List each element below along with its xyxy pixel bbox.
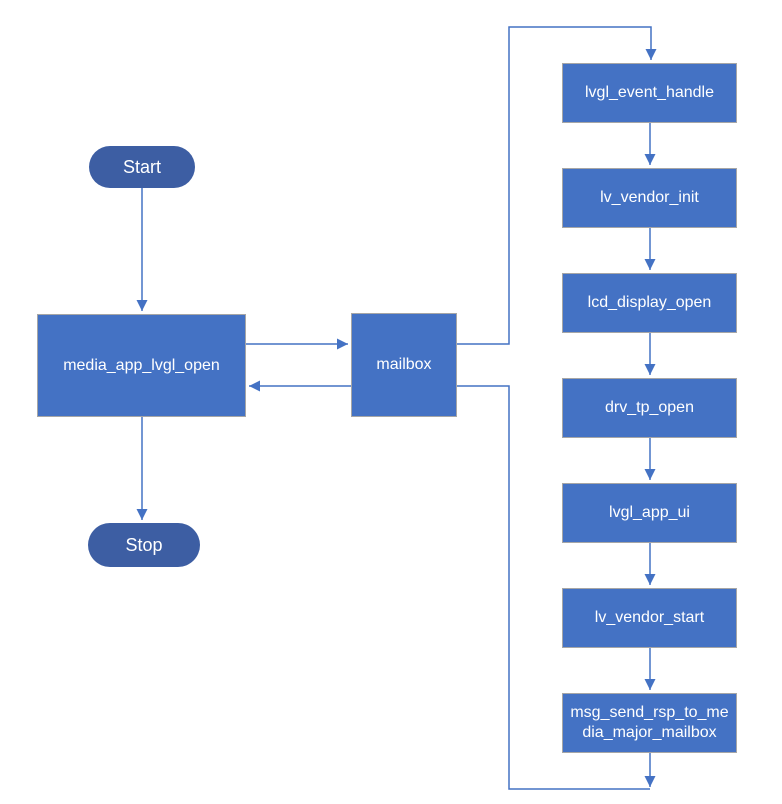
node-lvgl-event-handle: lvgl_event_handle (562, 63, 737, 123)
node-lv-vendor-start: lv_vendor_start (562, 588, 737, 648)
node-lcd-display-open-label: lcd_display_open (587, 294, 712, 311)
node-stop: Stop (88, 523, 200, 567)
node-start-label: Start (122, 156, 161, 177)
node-media-app-lvgl-open: media_app_lvgl_open (37, 314, 246, 417)
node-msg-send-rsp-to-media-major-mailbox-label: msg_send_rsp_to_media_major_mailbox (570, 704, 729, 741)
node-lv-vendor-init: lv_vendor_init (562, 168, 737, 228)
connector-loop-return-to-mailbox (457, 385, 650, 790)
node-msg-send-rsp-to-media-major-mailbox: msg_send_rsp_to_media_major_mailbox (562, 693, 737, 753)
node-drv-tp-open: drv_tp_open (562, 378, 737, 438)
node-lv-vendor-init-label: lv_vendor_init (600, 189, 699, 206)
node-media-app-lvgl-open-label: media_app_lvgl_open (63, 356, 220, 374)
node-start: Start (89, 146, 195, 188)
connector-mailbox-to-lvgl-event-handle (457, 26, 657, 345)
node-lcd-display-open: lcd_display_open (562, 273, 737, 333)
node-mailbox: mailbox (351, 313, 457, 417)
node-lvgl-event-handle-label: lvgl_event_handle (585, 84, 714, 101)
node-lvgl-app-ui-label: lvgl_app_ui (609, 504, 690, 521)
node-mailbox-label: mailbox (376, 356, 432, 373)
node-lv-vendor-start-label: lv_vendor_start (594, 609, 705, 626)
node-stop-label: Stop (125, 534, 163, 555)
node-drv-tp-open-label: drv_tp_open (605, 399, 694, 416)
node-lvgl-app-ui: lvgl_app_ui (562, 483, 737, 543)
